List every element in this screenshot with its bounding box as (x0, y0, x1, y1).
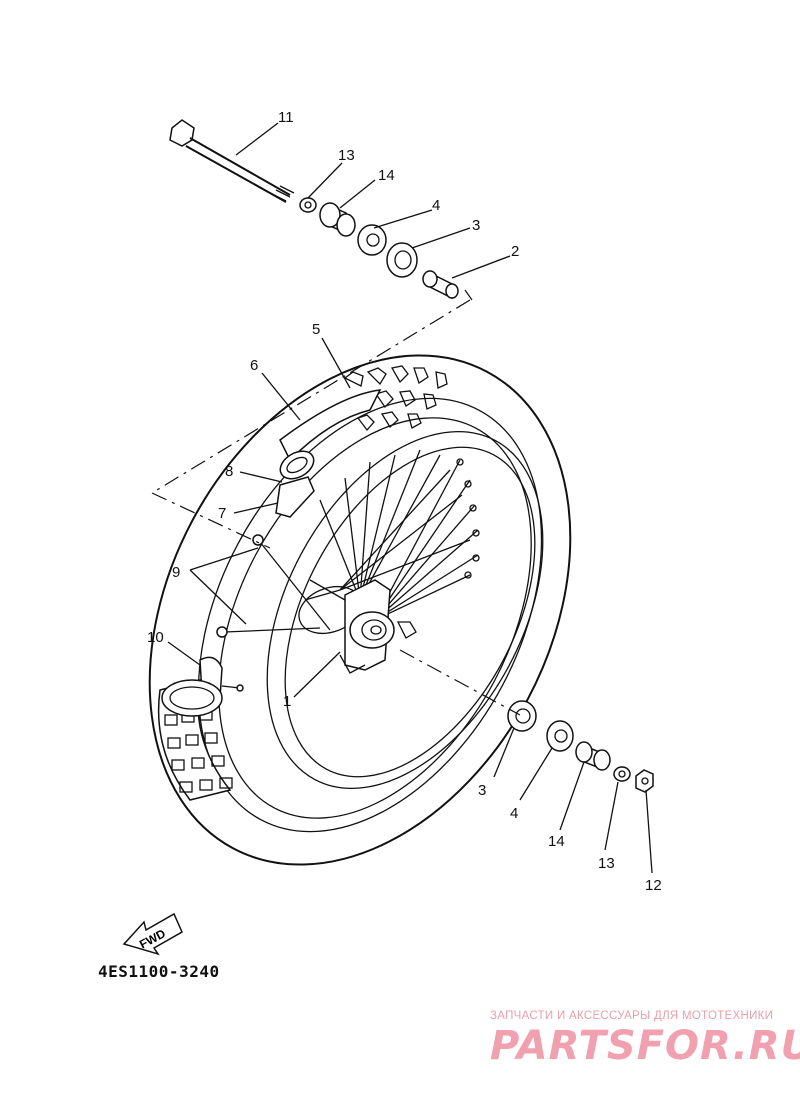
callout-14-bottom: 14 (548, 833, 565, 850)
watermark-subtitle: ЗАПЧАСТИ И АКСЕССУАРЫ ДЛЯ МОТОТЕХНИКИ (490, 1010, 774, 1022)
callout-1: 1 (283, 693, 291, 710)
tube-valve (275, 476, 315, 518)
callout-13-top: 13 (338, 147, 355, 164)
callout-2: 2 (511, 243, 519, 260)
spokes (304, 449, 480, 621)
callout-11: 11 (278, 109, 294, 126)
callout-6: 6 (250, 357, 258, 374)
callout-13-bottom: 13 (598, 855, 615, 872)
callout-7: 7 (218, 505, 226, 522)
fwd-arrow-icon: FWD (122, 912, 183, 956)
callout-10: 10 (147, 629, 164, 646)
callout-14-top: 14 (378, 167, 395, 184)
rim-band (279, 389, 382, 480)
rim (266, 431, 544, 789)
callout-8: 8 (225, 463, 233, 480)
callout-4-bottom: 4 (510, 805, 518, 822)
callout-9: 9 (172, 564, 180, 581)
callout-3-bottom: 3 (478, 782, 486, 799)
assembly-lines (151, 289, 521, 716)
axle-assembly-top (169, 119, 459, 300)
spoke-set (216, 534, 331, 638)
callout-labels: 11 13 14 4 3 2 5 6 8 7 9 10 1 3 4 14 13 … (147, 109, 662, 894)
hub (298, 579, 417, 674)
callout-5: 5 (312, 321, 320, 338)
collar (161, 656, 244, 717)
callout-12: 12 (645, 877, 662, 894)
leader-lines (167, 122, 653, 874)
axle-assembly-bottom (507, 700, 654, 793)
watermark-logo: PARTSFOR.RU (490, 1023, 800, 1069)
diagram-code: 4ES1100-3240 (98, 962, 220, 981)
callout-4-top: 4 (432, 197, 440, 214)
callout-3-top: 3 (472, 217, 480, 234)
